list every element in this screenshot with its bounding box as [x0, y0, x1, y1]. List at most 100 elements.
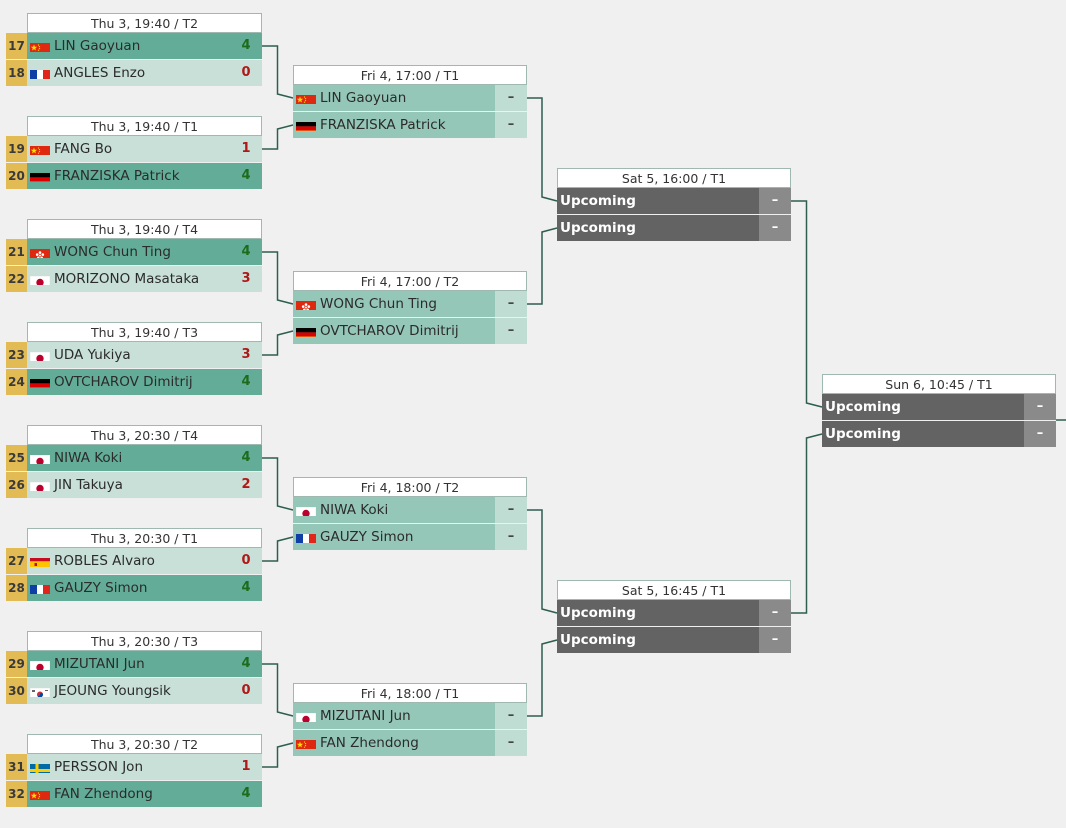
match-header: Fri 4, 18:00 / T1 — [293, 683, 527, 703]
player-name[interactable]: Upcoming — [560, 605, 636, 621]
player-name[interactable]: MIZUTANI Jun — [54, 656, 145, 672]
player-name[interactable]: UDA Yukiya — [54, 347, 131, 363]
player-cell: Upcoming — [557, 627, 759, 653]
player-cell: Upcoming — [822, 421, 1024, 447]
player-row[interactable]: WONG Chun Ting – — [293, 291, 527, 317]
player-name[interactable]: LIN Gaoyuan — [320, 90, 407, 106]
player-name[interactable]: ROBLES Alvaro — [54, 553, 155, 569]
player-row[interactable]: FRANZISKA Patrick– — [293, 112, 527, 138]
player-row[interactable]: Upcoming– — [557, 188, 791, 214]
player-name[interactable]: MORIZONO Masataka — [54, 271, 200, 287]
match-header: Thu 3, 20:30 / T4 — [27, 425, 262, 445]
player-name[interactable]: FANG Bo — [54, 141, 113, 157]
player-name[interactable]: PERSSON Jon — [54, 759, 144, 775]
player-name[interactable]: Upcoming — [560, 220, 636, 236]
player-cell: LIN Gaoyuan — [293, 85, 495, 111]
player-name[interactable]: OVTCHAROV Dimitrij — [54, 374, 193, 390]
score: 4 — [230, 33, 262, 59]
player-name[interactable]: FRANZISKA Patrick — [320, 117, 446, 133]
player-row[interactable]: OVTCHAROV Dimitrij– — [293, 318, 527, 344]
player-name[interactable]: MIZUTANI Jun — [320, 708, 411, 724]
player-name[interactable]: FRANZISKA Patrick — [54, 168, 180, 184]
player-name[interactable]: WONG Chun Ting — [320, 296, 437, 312]
player-row[interactable]: Upcoming– — [557, 215, 791, 241]
player-name[interactable]: Upcoming — [560, 632, 636, 648]
match-header: Sun 6, 10:45 / T1 — [822, 374, 1056, 394]
seed-number: 26 — [6, 472, 27, 498]
match-header: Sat 5, 16:00 / T1 — [557, 168, 791, 188]
player-row[interactable]: Upcoming – — [822, 421, 1056, 447]
player-name[interactable]: FAN Zhendong — [54, 786, 153, 802]
seed-number: 29 — [6, 651, 27, 677]
player-name[interactable]: LIN Gaoyuan — [54, 38, 141, 54]
player-row[interactable]: Upcoming– — [557, 627, 791, 653]
player-name[interactable]: Upcoming — [825, 426, 901, 442]
match-header: Thu 3, 20:30 / T1 — [27, 528, 262, 548]
seed-number: 20 — [6, 163, 27, 189]
player-row[interactable]: LIN Gaoyuan– — [293, 85, 527, 111]
player-name[interactable]: GAUZY Simon — [320, 529, 414, 545]
spain-flag-icon — [30, 554, 50, 567]
player-cell: MIZUTANI Jun — [27, 651, 230, 677]
score: – — [495, 291, 527, 317]
score: 1 — [230, 136, 262, 162]
player-name[interactable]: JEOUNG Youngsik — [54, 683, 171, 699]
player-name[interactable]: NIWA Koki — [320, 502, 389, 518]
player-name[interactable]: FAN Zhendong — [320, 735, 419, 751]
player-name[interactable]: JIN Takuya — [54, 477, 123, 493]
seed-number: 25 — [6, 445, 27, 471]
player-row[interactable]: Upcoming– — [557, 600, 791, 626]
player-name[interactable]: WONG Chun Ting — [54, 244, 171, 260]
player-row[interactable]: MIZUTANI Jun– — [293, 703, 527, 729]
score: 0 — [230, 678, 262, 704]
match-header: Thu 3, 19:40 / T4 — [27, 219, 262, 239]
player-name[interactable]: NIWA Koki — [54, 450, 123, 466]
player-cell: Upcoming — [557, 188, 759, 214]
match-header: Fri 4, 17:00 / T1 — [293, 65, 527, 85]
player-row[interactable]: NIWA Koki– — [293, 497, 527, 523]
player-row[interactable]: GAUZY Simon– — [293, 524, 527, 550]
score: – — [1024, 421, 1056, 447]
connector-line — [262, 536, 294, 562]
player-name[interactable]: ANGLES Enzo — [54, 65, 146, 81]
player-name[interactable]: GAUZY Simon — [54, 580, 148, 596]
player-row[interactable]: Upcoming– — [822, 394, 1056, 420]
player-row[interactable]: FAN Zhendong– — [293, 730, 527, 756]
player-name[interactable]: Upcoming — [560, 193, 636, 209]
player-cell: FRANZISKA Patrick — [27, 163, 230, 189]
japan-flag-icon — [296, 709, 316, 722]
player-name[interactable]: OVTCHAROV Dimitrij — [320, 323, 459, 339]
player-name[interactable]: Upcoming — [825, 399, 901, 415]
